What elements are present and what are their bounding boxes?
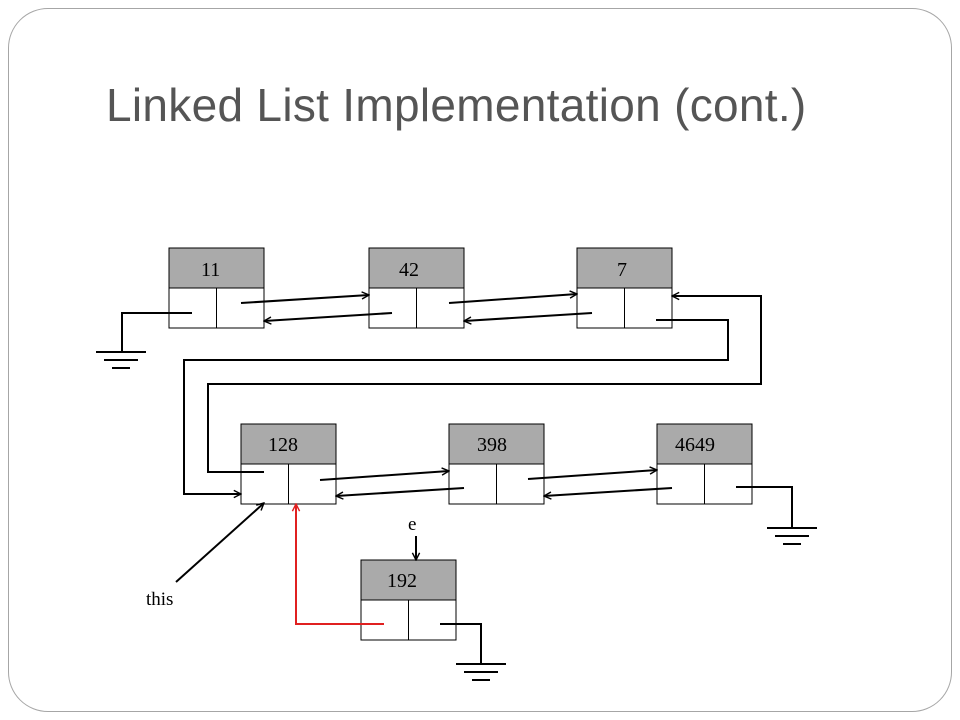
node-value: 398 <box>477 434 507 456</box>
node-4649: 4649 <box>656 423 753 505</box>
node-value: 7 <box>617 259 627 281</box>
arrow-398-to-4649 <box>527 470 657 480</box>
node-7: 7 <box>576 247 673 329</box>
highlight-arrow-192-to-128 <box>296 504 384 625</box>
ground-symbol-node-4649 <box>736 486 817 545</box>
arrow-42-to-7 <box>448 294 577 304</box>
arrow-4649-to-398 <box>544 487 673 496</box>
e-label: e <box>408 514 416 535</box>
slide-title: Linked List Implementation (cont.) <box>106 79 807 131</box>
node-value: 192 <box>387 570 417 592</box>
node-value: 11 <box>201 259 220 281</box>
arrow-398-to-128 <box>336 487 465 496</box>
node-11: 11 <box>168 247 265 329</box>
node-192: 192 <box>360 559 457 641</box>
node-128: 128 <box>240 423 337 505</box>
ground-symbol-node-192 <box>440 623 506 681</box>
arrow-128-to-7 <box>207 296 762 473</box>
this-pointer-arrow <box>175 503 264 583</box>
node-value: 128 <box>268 434 298 456</box>
arrow-11-to-42 <box>240 295 369 304</box>
node-42: 42 <box>368 247 465 329</box>
node-value: 4649 <box>675 434 715 456</box>
arrow-128-to-398 <box>319 471 449 481</box>
this-label: this <box>146 589 173 610</box>
arrow-7-to-42 <box>464 312 593 321</box>
arrow-7-to-128 <box>183 319 729 494</box>
ground-symbol-node-11 <box>96 312 192 369</box>
node-398: 398 <box>448 423 545 505</box>
arrow-42-to-11 <box>264 312 393 321</box>
node-value: 42 <box>399 259 419 281</box>
